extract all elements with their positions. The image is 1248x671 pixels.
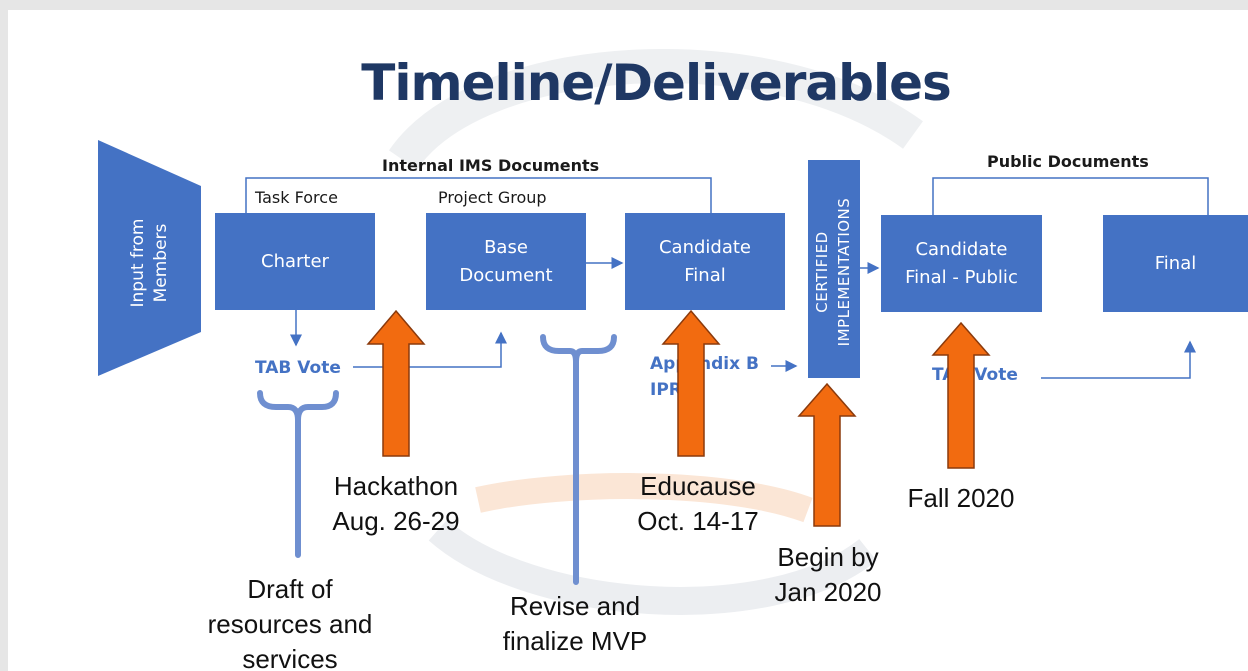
certified-implementations-box: [808, 160, 860, 378]
slide-title: Timeline/Deliverables: [361, 54, 952, 112]
revise-callout: Revise and finalize MVP: [502, 591, 648, 656]
hackathon-callout: Hackathon Aug. 26-29: [332, 471, 460, 536]
slide: Timeline/Deliverables Internal IMS Docum…: [8, 10, 1248, 671]
base-document-box: Base Document: [426, 213, 586, 310]
group-label-project-group: Project Group: [438, 188, 547, 207]
charter-box: Charter: [215, 213, 375, 310]
fall-arrow: [931, 321, 991, 469]
tab-vote-label: TAB Vote: [255, 358, 341, 378]
draft-callout: Draft of resources and services: [207, 574, 373, 671]
background-logo: [388, 49, 923, 615]
begin-arrow: [797, 382, 857, 527]
educause-callout: Educause Oct. 14-17: [637, 471, 759, 536]
candidate-final-public-box: Candidate Final - Public: [881, 215, 1042, 312]
hackathon-arrow: [366, 309, 426, 457]
section-label-public: Public Documents: [987, 152, 1149, 171]
final-box: Final: [1103, 215, 1248, 312]
group-label-task-force: Task Force: [255, 188, 338, 207]
begin-by-callout: Begin by Jan 2020: [774, 542, 882, 607]
fall-2020-callout: Fall 2020: [907, 483, 1015, 513]
candidate-final-box: Candidate Final: [625, 213, 785, 310]
brace-shapes: [257, 334, 617, 585]
input-trapezoid: [98, 140, 201, 376]
orange-arrows: [366, 309, 991, 527]
connector-lines: [245, 177, 1209, 379]
educause-arrow: [661, 309, 721, 457]
section-label-internal: Internal IMS Documents: [382, 156, 600, 175]
